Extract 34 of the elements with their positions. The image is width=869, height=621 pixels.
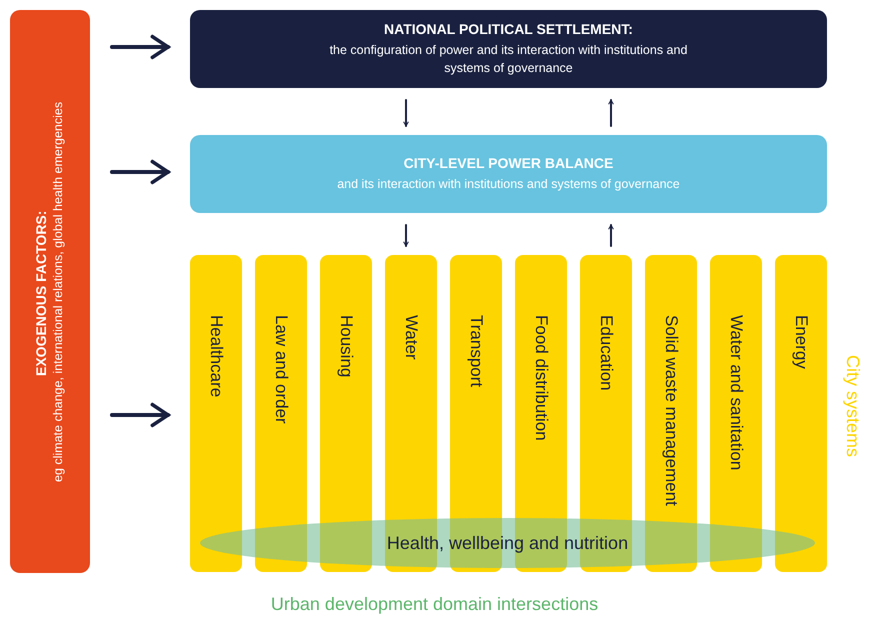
arrow [403,224,409,247]
column-label: Education [596,315,616,391]
box-text: and its interaction with institutions and systems of governance [337,176,680,193]
arrow [608,99,614,127]
system-column [255,255,307,572]
column-label: Water and sanitation [726,315,746,470]
column-label: Solid waste management [661,315,681,506]
arrow [608,224,614,247]
system-column [775,255,827,572]
column-label: Energy [791,315,811,369]
box-text: the configuration of power and its interaction with institutions and systems of governance [328,42,688,77]
column-label: Housing [336,315,356,378]
caption-label: Urban development domain intersections [270,594,600,615]
level-box [190,135,827,213]
arrow [403,99,409,127]
system-column [645,255,697,572]
system-column [190,255,242,572]
bar-text: eg climate change, international relations, global health emergencies [50,101,66,482]
arrow [110,402,170,428]
column-label: Transport [466,315,486,388]
bar-heading: EXOGENOUS FACTORS: [32,210,49,376]
column-label: Law and order [271,315,291,424]
factor-bar [10,10,90,573]
system-column [320,255,372,572]
box-heading: CITY-LEVEL POWER BALANCE [404,154,614,171]
box-heading: NATIONAL POLITICAL SETTLEMENT: [384,20,633,37]
column-label: Water [401,315,421,360]
arrow [110,160,170,184]
arrow [110,34,170,60]
side-label: City systems [842,355,863,458]
system-column [710,255,762,572]
column-label: Food distribution [531,315,551,441]
level-box [190,10,827,88]
column-label: Healthcare [206,315,226,398]
